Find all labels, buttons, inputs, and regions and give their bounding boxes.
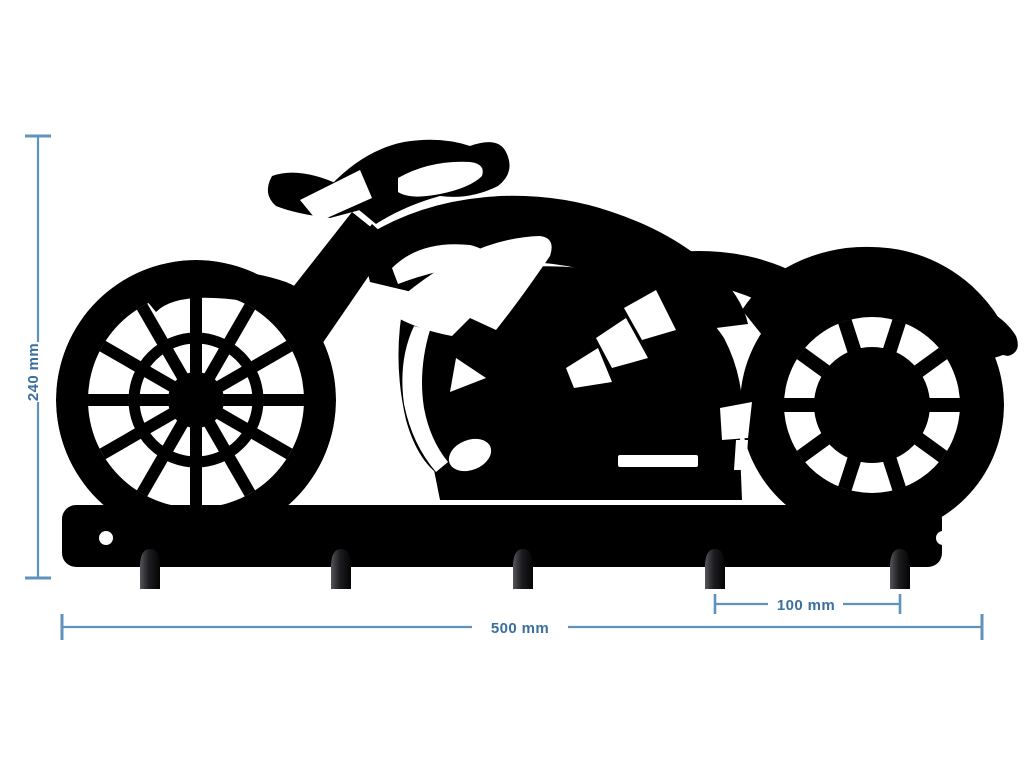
hook-2: [331, 549, 351, 589]
dimension-hook-spacing: [713, 594, 902, 614]
hook-4: [705, 549, 725, 589]
hook-spacing-dimension-label: 100 mm: [777, 597, 835, 614]
front-wheel: [56, 260, 336, 540]
hook-1: [140, 549, 160, 589]
hook-3: [513, 549, 533, 589]
height-dimension-label: 240 mm: [25, 343, 42, 401]
rear-wheel: [740, 273, 1004, 537]
hook-row: [140, 549, 910, 589]
dimension-width: [60, 614, 984, 640]
dimension-height: [25, 134, 51, 580]
motorcycle-key-rack-silhouette: [56, 139, 1018, 589]
hook-5: [890, 549, 910, 589]
motorcycle-body: [146, 139, 1018, 500]
base-bar: [62, 505, 942, 567]
width-dimension-label: 500 mm: [491, 620, 549, 637]
